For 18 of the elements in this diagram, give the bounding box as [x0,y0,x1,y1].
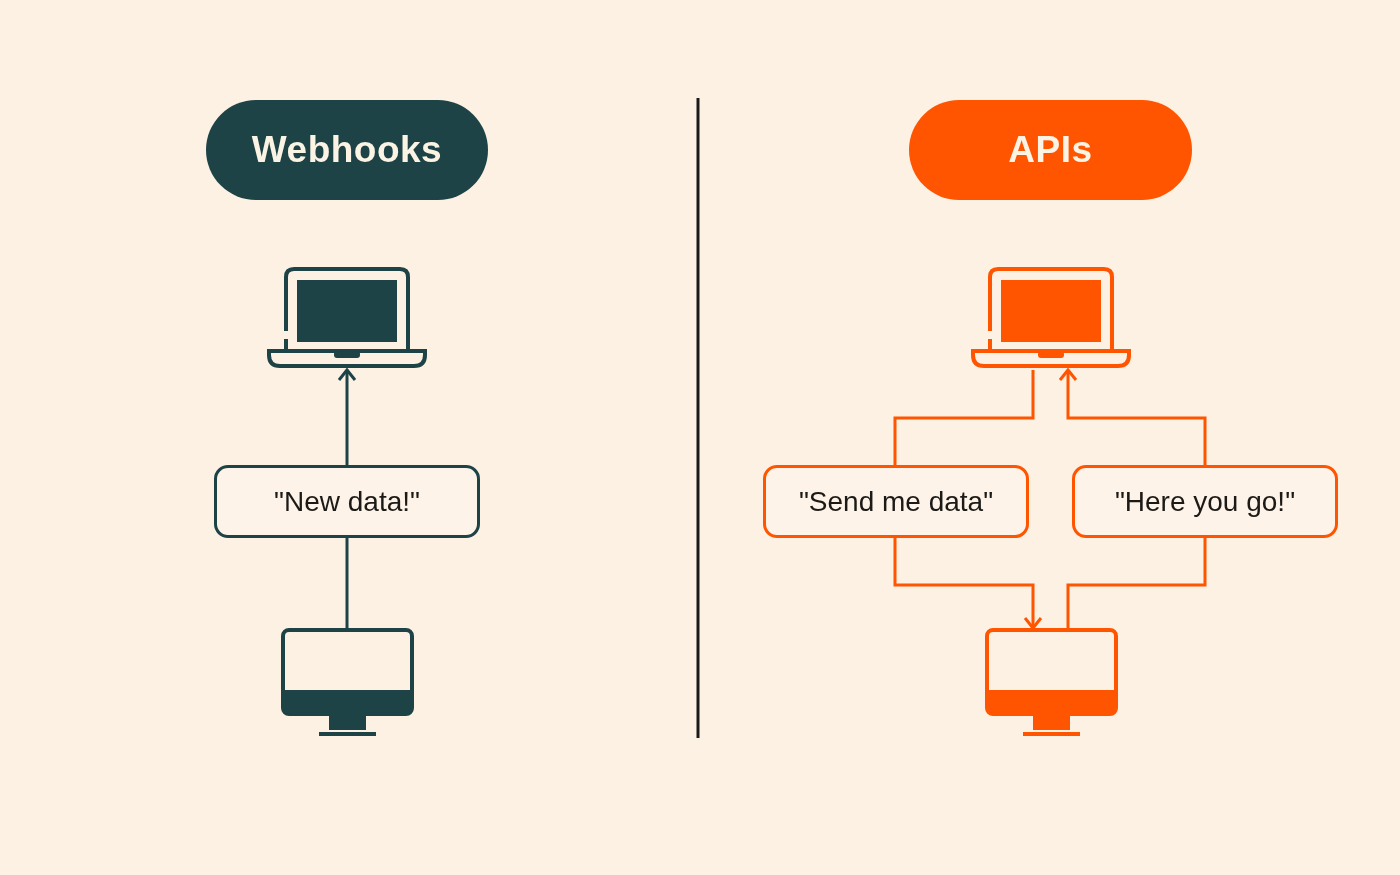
heading-text: Webhooks [251,127,443,172]
arrow [337,368,357,465]
arrow [893,538,1043,630]
message-text: "Here you go!" [1114,485,1296,519]
monitor-icon [985,628,1118,738]
message-box [214,465,480,538]
laptop-icon [266,265,428,370]
message-box [1072,465,1338,538]
heading-text: APIs [1008,127,1093,172]
message-box [763,465,1029,538]
connector-line [1066,538,1207,628]
message-text: "Send me data" [798,485,994,519]
connector-line [345,538,349,628]
connector-line [893,370,1035,465]
laptop-icon [970,265,1132,370]
arrow [1058,368,1207,465]
message-text: "New data!" [274,485,420,519]
monitor-icon [281,628,414,738]
